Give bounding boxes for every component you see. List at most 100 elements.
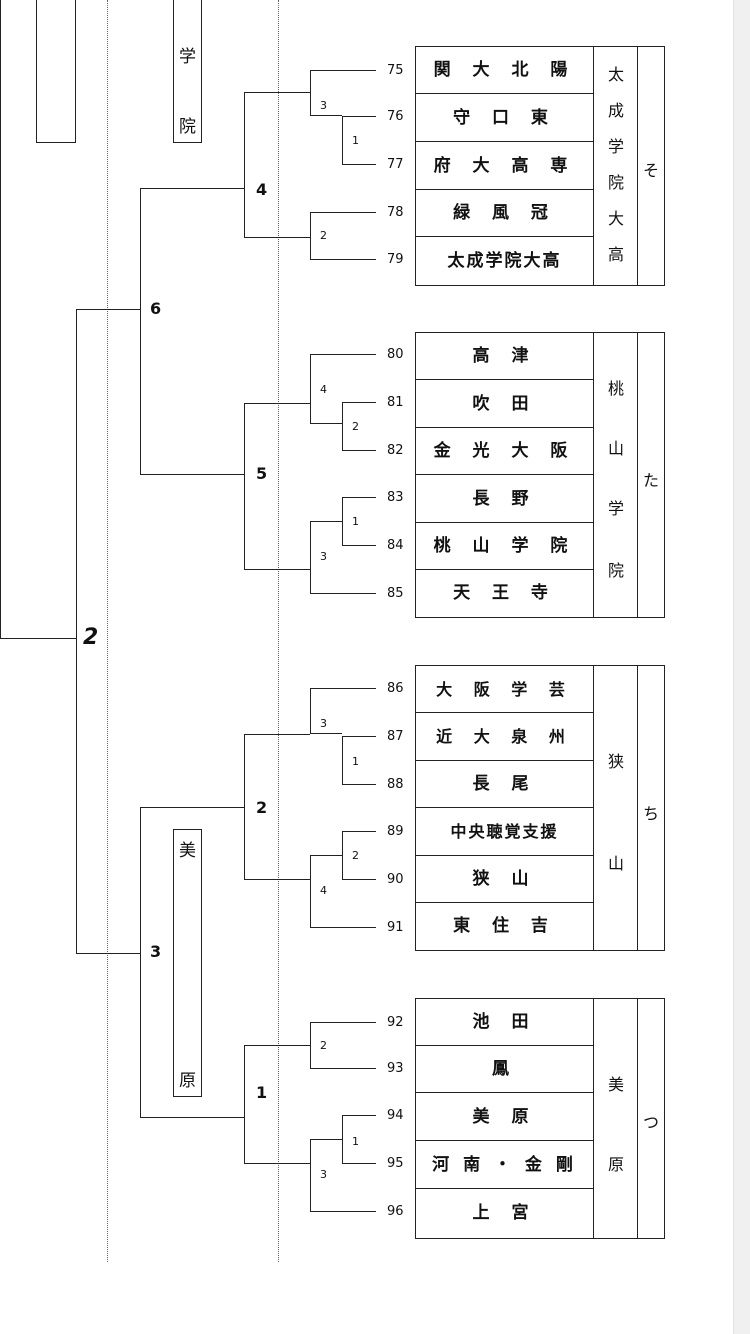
team-name: 中央聴覚支援 (416, 808, 593, 856)
team-number: 78 (387, 205, 404, 220)
bracket-line (140, 188, 141, 474)
bracket-line (140, 807, 141, 1117)
team-number: 81 (387, 395, 404, 410)
bracket-line (310, 70, 311, 115)
bracket-line (310, 212, 311, 259)
bracket-line (310, 927, 376, 928)
guide-line (107, 0, 108, 1262)
seed-label: 3 (320, 550, 327, 563)
team-number: 92 (387, 1015, 404, 1030)
bracket-line (244, 92, 245, 237)
team-name: 美 原 (416, 1093, 593, 1141)
team-number: 86 (387, 681, 404, 696)
seed-label: 2 (352, 420, 359, 433)
bracket-line (342, 1115, 343, 1163)
bracket-line (244, 403, 310, 404)
venue-char: 院 (607, 561, 624, 580)
venue-column: 桃 山 学 院 (593, 333, 638, 617)
team-name: 鳳 (416, 1046, 593, 1093)
bracket-line (342, 450, 376, 451)
venue-column: 美 原 (593, 999, 638, 1238)
bracket-line (342, 831, 376, 832)
bracket-line (310, 1139, 342, 1140)
bracket-line (244, 1045, 245, 1163)
team-name: 東 住 吉 (453, 916, 556, 936)
bracket-line (76, 309, 140, 310)
venue-char: 学 (607, 499, 624, 518)
block-number: 5 (256, 464, 268, 483)
bracket-line (342, 164, 376, 165)
team-number: 77 (387, 157, 404, 172)
team-number: 90 (387, 872, 404, 887)
team-name: 太成学院大高 (447, 251, 562, 271)
bracket-line (310, 115, 342, 116)
kana-label: た (642, 471, 659, 490)
team-name: 長 尾 (416, 761, 593, 808)
bracket-line (244, 1163, 310, 1164)
bracket-line (310, 688, 376, 689)
bracket-line (310, 354, 376, 355)
guide-line (278, 0, 279, 1262)
bracket-line (244, 879, 310, 880)
kana-column: そ (637, 47, 664, 285)
bracket-line (342, 545, 376, 546)
bracket-line (310, 1068, 376, 1069)
bracket-line (342, 831, 343, 879)
team-number: 96 (387, 1204, 404, 1219)
bracket-line (310, 70, 376, 71)
venue-char: 学 (179, 47, 196, 67)
venue-char: 学 (607, 137, 624, 156)
bracket-line (342, 402, 376, 403)
bracket-line (342, 736, 376, 737)
team-table: 大 阪 学 芸 近 大 泉 州 長 尾 中央聴覚支援 狭 山 東 住 吉 狭 山… (415, 665, 665, 951)
venue-char: 大 (607, 209, 624, 228)
team-number: 82 (387, 443, 404, 458)
bracket-line (244, 92, 310, 93)
bracket-line (342, 497, 343, 545)
team-number: 75 (387, 63, 404, 78)
team-name: 緑 風 冠 (416, 190, 593, 237)
bracket-page: 学 院 2 6 4 3 1 2 75 76 77 78 79 関 大 北 陽 守… (0, 0, 665, 1262)
kana-column: ち (637, 666, 664, 950)
venue-char: 原 (179, 1071, 196, 1091)
team-name: 上 宮 (472, 1203, 537, 1223)
team-name: 金 光 大 阪 (416, 428, 593, 475)
team-name: 近 大 泉 州 (416, 713, 593, 761)
venue-column: 狭 山 (593, 666, 638, 950)
region-number: 2 (83, 625, 99, 650)
bracket-line (140, 1117, 244, 1118)
bracket-line (244, 237, 310, 238)
bracket-line (244, 734, 245, 879)
kana-column: つ (637, 999, 664, 1238)
team-name: 狭 山 (416, 856, 593, 903)
team-number: 76 (387, 109, 404, 124)
bracket-line (310, 1211, 376, 1212)
team-name: 天 王 寺 (453, 583, 556, 603)
bracket-line (244, 569, 310, 570)
bracket-line (310, 259, 376, 260)
bracket-line (342, 1115, 376, 1116)
seed-label: 4 (320, 884, 327, 897)
bracket-line (310, 521, 342, 522)
team-name: 高 津 (416, 333, 593, 380)
bracket-line (310, 1022, 311, 1068)
bracket-line (310, 1022, 376, 1023)
kana-label: そ (642, 161, 659, 180)
bracket-line (244, 403, 245, 569)
bracket-line (342, 116, 343, 164)
bracket-line (342, 879, 376, 880)
team-name: 長 野 (416, 475, 593, 523)
bracket-line (342, 402, 343, 450)
team-number: 89 (387, 824, 404, 839)
bracket-line (76, 953, 140, 954)
seed-label: 2 (320, 1039, 327, 1052)
team-table: 関 大 北 陽 守 口 東 府 大 高 専 緑 風 冠 太成学院大高 太 成 学… (415, 46, 665, 286)
team-name: 桃 山 学 院 (416, 523, 593, 570)
kana-label: つ (642, 1113, 659, 1132)
bracket-line (310, 423, 342, 424)
team-number: 91 (387, 920, 404, 935)
scrollbar[interactable] (733, 0, 750, 1334)
seed-label: 3 (320, 717, 327, 730)
seed-label: 3 (320, 1168, 327, 1181)
bracket-line (310, 733, 342, 734)
